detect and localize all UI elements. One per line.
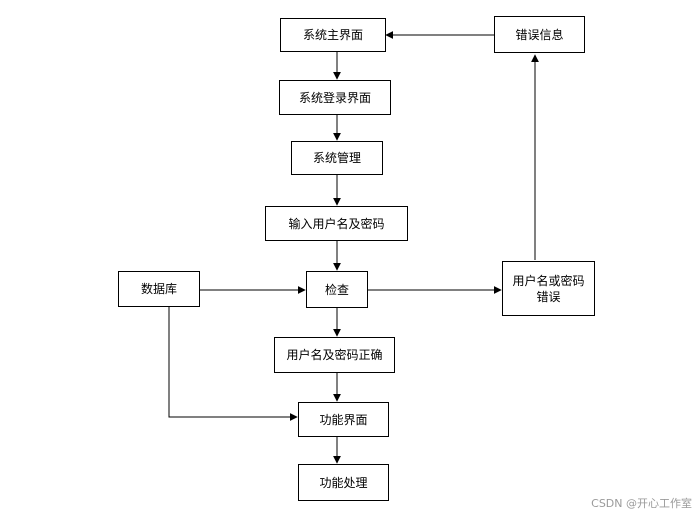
node-function-process: 功能处理 (298, 464, 389, 501)
node-check: 检查 (306, 271, 368, 308)
node-main-ui: 系统主界面 (280, 18, 386, 52)
node-login-ui: 系统登录界面 (279, 80, 391, 115)
node-input-credentials: 输入用户名及密码 (265, 206, 408, 241)
node-error-info: 错误信息 (494, 16, 585, 53)
node-credential-correct: 用户名及密码正确 (274, 337, 395, 373)
watermark: CSDN @开心工作室 (591, 497, 692, 510)
node-function-ui: 功能界面 (298, 402, 389, 437)
node-system-manage: 系统管理 (291, 141, 383, 175)
node-credential-error: 用户名或密码错误 (502, 261, 595, 316)
node-database: 数据库 (118, 271, 200, 307)
arrow-database-to-func (168, 307, 298, 421)
